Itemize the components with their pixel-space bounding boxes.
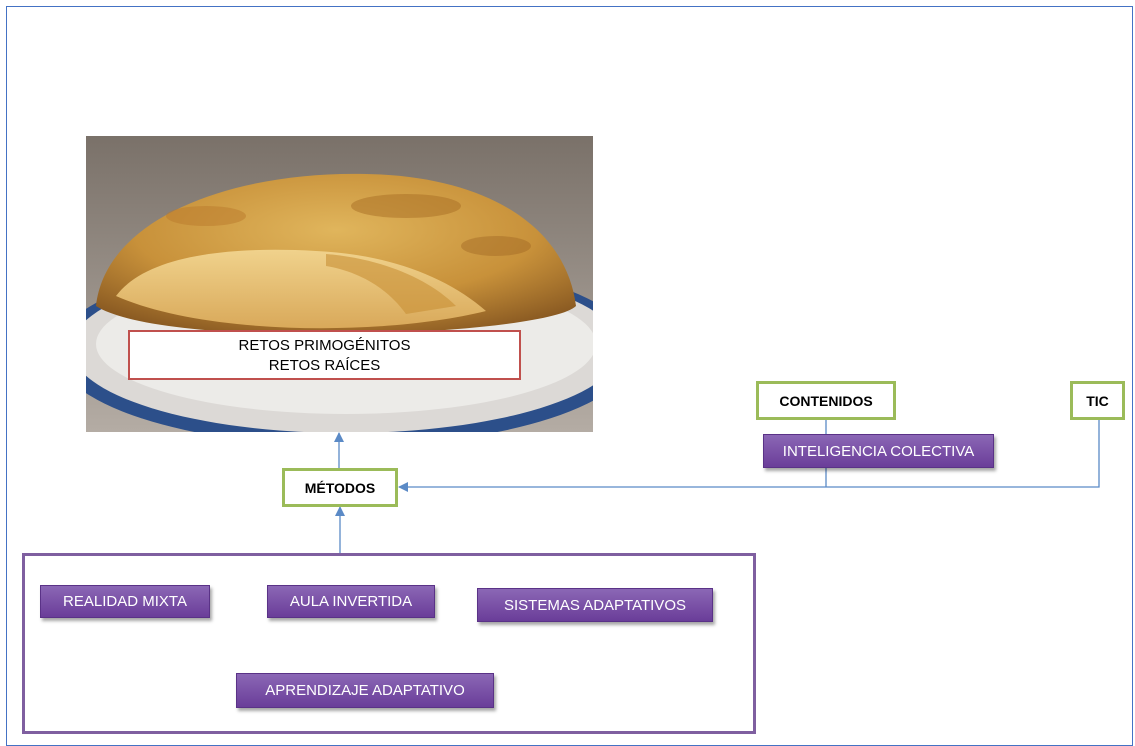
arrow-tic-to-metodos xyxy=(398,420,1100,492)
metodos-label: MÉTODOS xyxy=(282,468,398,507)
aula-invertida-box: AULA INVERTIDA xyxy=(267,585,435,618)
aprendizaje-adaptativo-box: APRENDIZAJE ADAPTATIVO xyxy=(236,673,494,708)
caption-line-2: RETOS RAÍCES xyxy=(268,357,381,374)
realidad-mixta-box: REALIDAD MIXTA xyxy=(40,585,210,618)
inteligencia-colectiva-box: INTELIGENCIA COLECTIVA xyxy=(763,434,994,468)
tortilla-photo xyxy=(86,136,593,432)
tic-label: TIC xyxy=(1070,381,1125,420)
contenidos-label: CONTENIDOS xyxy=(756,381,896,420)
sistemas-adaptativos-box: SISTEMAS ADAPTATIVOS xyxy=(477,588,713,622)
photo-caption: RETOS PRIMOGÉNITOS RETOS RAÍCES xyxy=(128,330,521,380)
caption-line-1: RETOS PRIMOGÉNITOS xyxy=(238,337,411,354)
